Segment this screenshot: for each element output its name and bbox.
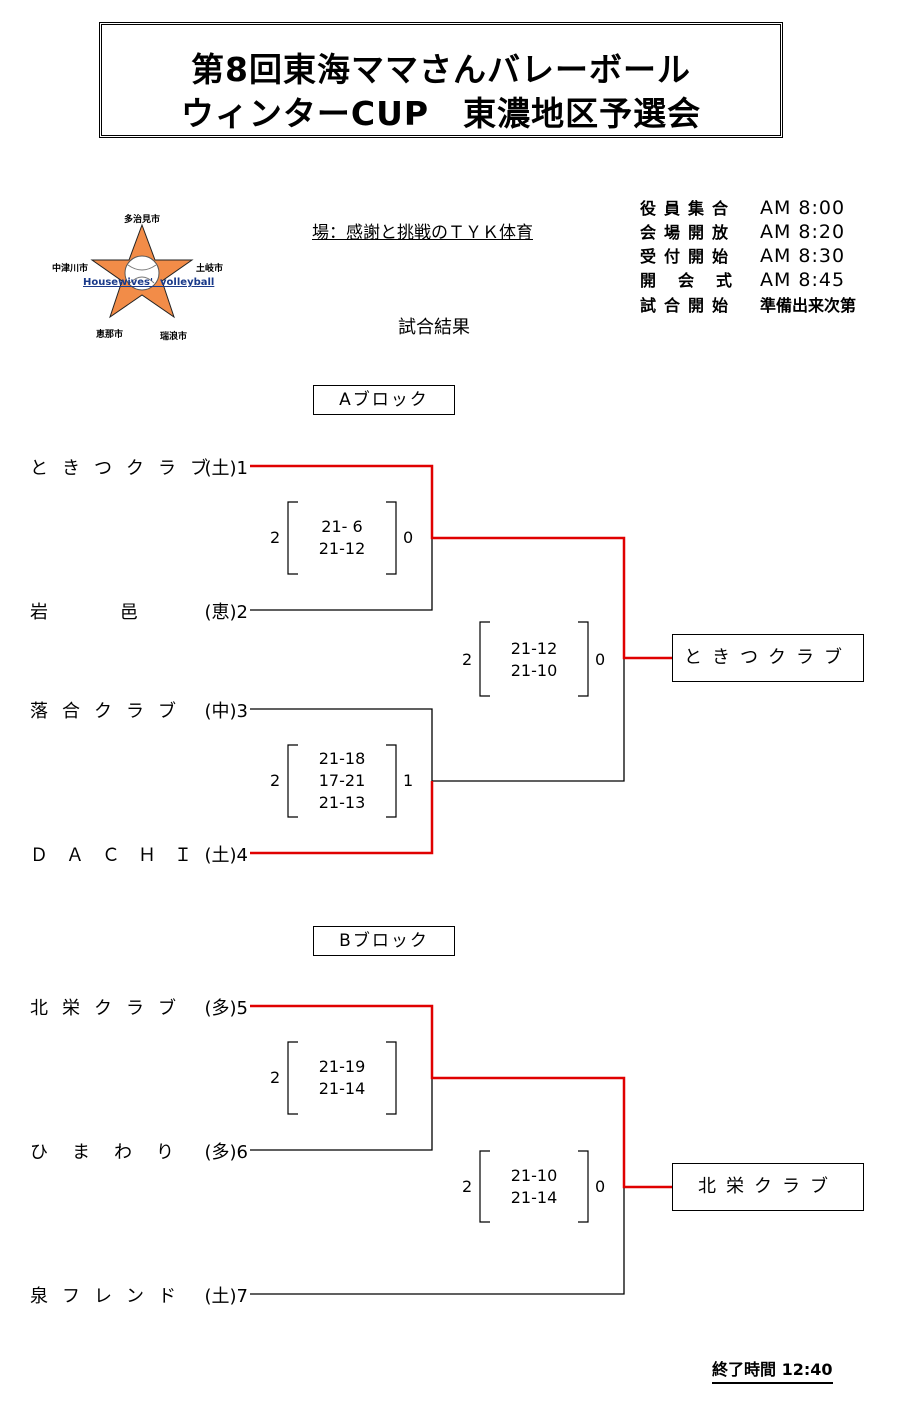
schedule-row: 試合開始 準備出来次第 bbox=[640, 292, 856, 316]
team-seed: (多)5 bbox=[204, 998, 249, 1019]
results-title: 試合結果 bbox=[398, 317, 470, 338]
logo-city-bottom-right: 瑞浪市 bbox=[160, 332, 188, 342]
logo-city-bottom-left: 恵那市 bbox=[96, 330, 124, 340]
set-score: 17-21 bbox=[318, 771, 366, 790]
block-b-winner: 北栄クラブ bbox=[672, 1163, 864, 1211]
set-score: 21-12 bbox=[318, 539, 366, 558]
schedule-time: AM 8:00 bbox=[760, 197, 846, 219]
schedule-label: 受付開始 bbox=[640, 247, 737, 266]
set-score: 21-10 bbox=[510, 661, 558, 680]
team-row: 岩 邑 (恵)2 bbox=[30, 598, 248, 624]
team-name: ときつクラブ bbox=[30, 458, 222, 479]
set-score: 21-19 bbox=[318, 1057, 366, 1076]
schedule-time: AM 8:30 bbox=[760, 245, 846, 267]
team-name: ひまわり bbox=[30, 1142, 198, 1163]
team-row: ＤＡＣＨＩ(土)4 bbox=[30, 841, 248, 867]
team-name: 北栄クラブ bbox=[30, 998, 190, 1019]
block-b-label: Bブロック bbox=[313, 926, 455, 956]
block-a-label: Aブロック bbox=[313, 385, 455, 415]
match-score-left: 2 bbox=[462, 650, 473, 669]
match-score-left: 2 bbox=[270, 1068, 281, 1087]
schedule-row: 会場開放 AM 8:20 bbox=[640, 219, 845, 243]
team-row: ひまわり (多)6 bbox=[30, 1138, 248, 1164]
team-seed: (土)1 bbox=[204, 458, 249, 479]
match-score-right: 0 bbox=[595, 650, 606, 669]
schedule-time: AM 8:20 bbox=[760, 221, 846, 243]
set-score: 21-14 bbox=[318, 1079, 366, 1098]
title-line-2: ウィンターCUP 東濃地区予選会 bbox=[180, 94, 702, 133]
team-row: 泉フレンド (土)7 bbox=[30, 1282, 248, 1308]
match-sets: 21- 6 21-12 bbox=[297, 516, 387, 560]
set-score: 21-13 bbox=[318, 793, 366, 812]
schedule-label: 役員集合 bbox=[640, 199, 737, 218]
team-seed: (土)4 bbox=[204, 845, 249, 866]
team-seed: (土)7 bbox=[204, 1286, 249, 1307]
logo-city-right: 土岐市 bbox=[196, 264, 224, 274]
schedule-label: 会場開放 bbox=[640, 223, 737, 242]
logo-star-icon bbox=[90, 223, 194, 319]
logo-city-left: 中津川市 bbox=[52, 264, 89, 274]
schedule-row: 役員集合 AM 8:00 bbox=[640, 195, 845, 219]
team-row: 落合クラブ (中)3 bbox=[30, 697, 248, 723]
team-seed: (恵)2 bbox=[204, 602, 249, 623]
logo-city-top: 多治見市 bbox=[124, 215, 161, 225]
title-box: 第8回東海ママさんバレーボール ウィンターCUP 東濃地区予選会 bbox=[99, 22, 783, 138]
team-seed: (中)3 bbox=[204, 701, 249, 722]
schedule-label: 開 会 式 bbox=[640, 271, 736, 290]
set-score: 21-12 bbox=[510, 639, 558, 658]
schedule-row: 受付開始 AM 8:30 bbox=[640, 243, 845, 267]
set-score: 21- 6 bbox=[321, 517, 363, 536]
team-name: ＤＡＣＨＩ bbox=[30, 845, 210, 866]
team-row: 北栄クラブ (多)5 bbox=[30, 994, 248, 1020]
schedule-time: 準備出来次第 bbox=[760, 296, 857, 315]
match-score-right: 0 bbox=[403, 528, 414, 547]
match-sets: 21-10 21-14 bbox=[489, 1165, 579, 1209]
set-score: 21-10 bbox=[510, 1166, 558, 1185]
team-seed: (多)6 bbox=[204, 1142, 249, 1163]
logo: 多治見市 中津川市 土岐市 恵那市 瑞浪市 Housewives' volley… bbox=[50, 205, 240, 342]
match-sets: 21-19 21-14 bbox=[297, 1056, 387, 1100]
end-time: 終了時間 12:40 bbox=[712, 1356, 833, 1384]
title-line-1: 第8回東海ママさんバレーボール bbox=[191, 50, 691, 89]
team-name: 岩 邑 bbox=[30, 602, 138, 623]
match-sets: 21-18 17-21 21-13 bbox=[297, 748, 387, 814]
match-score-right: 0 bbox=[595, 1177, 606, 1196]
team-name: 泉フレンド bbox=[30, 1286, 190, 1307]
team-name: 落合クラブ bbox=[30, 701, 190, 722]
match-score-left: 2 bbox=[270, 771, 281, 790]
set-score: 21-18 bbox=[318, 749, 366, 768]
schedule-label: 試合開始 bbox=[640, 296, 737, 315]
schedule-row: 開 会 式 AM 8:45 bbox=[640, 267, 845, 291]
logo-banner: Housewives' volleyball bbox=[83, 277, 215, 288]
match-score-left: 2 bbox=[462, 1177, 473, 1196]
match-score-left: 2 bbox=[270, 528, 281, 547]
set-score: 21-14 bbox=[510, 1188, 558, 1207]
match-score-right: 1 bbox=[403, 771, 414, 790]
schedule-time: AM 8:45 bbox=[760, 269, 846, 291]
match-sets: 21-12 21-10 bbox=[489, 638, 579, 682]
team-row: ときつクラブ(土)1 bbox=[30, 454, 248, 480]
venue-label: 場：感謝と挑戦のＴＹＫ体育 bbox=[312, 223, 533, 243]
block-a-winner: ときつクラブ bbox=[672, 634, 864, 682]
